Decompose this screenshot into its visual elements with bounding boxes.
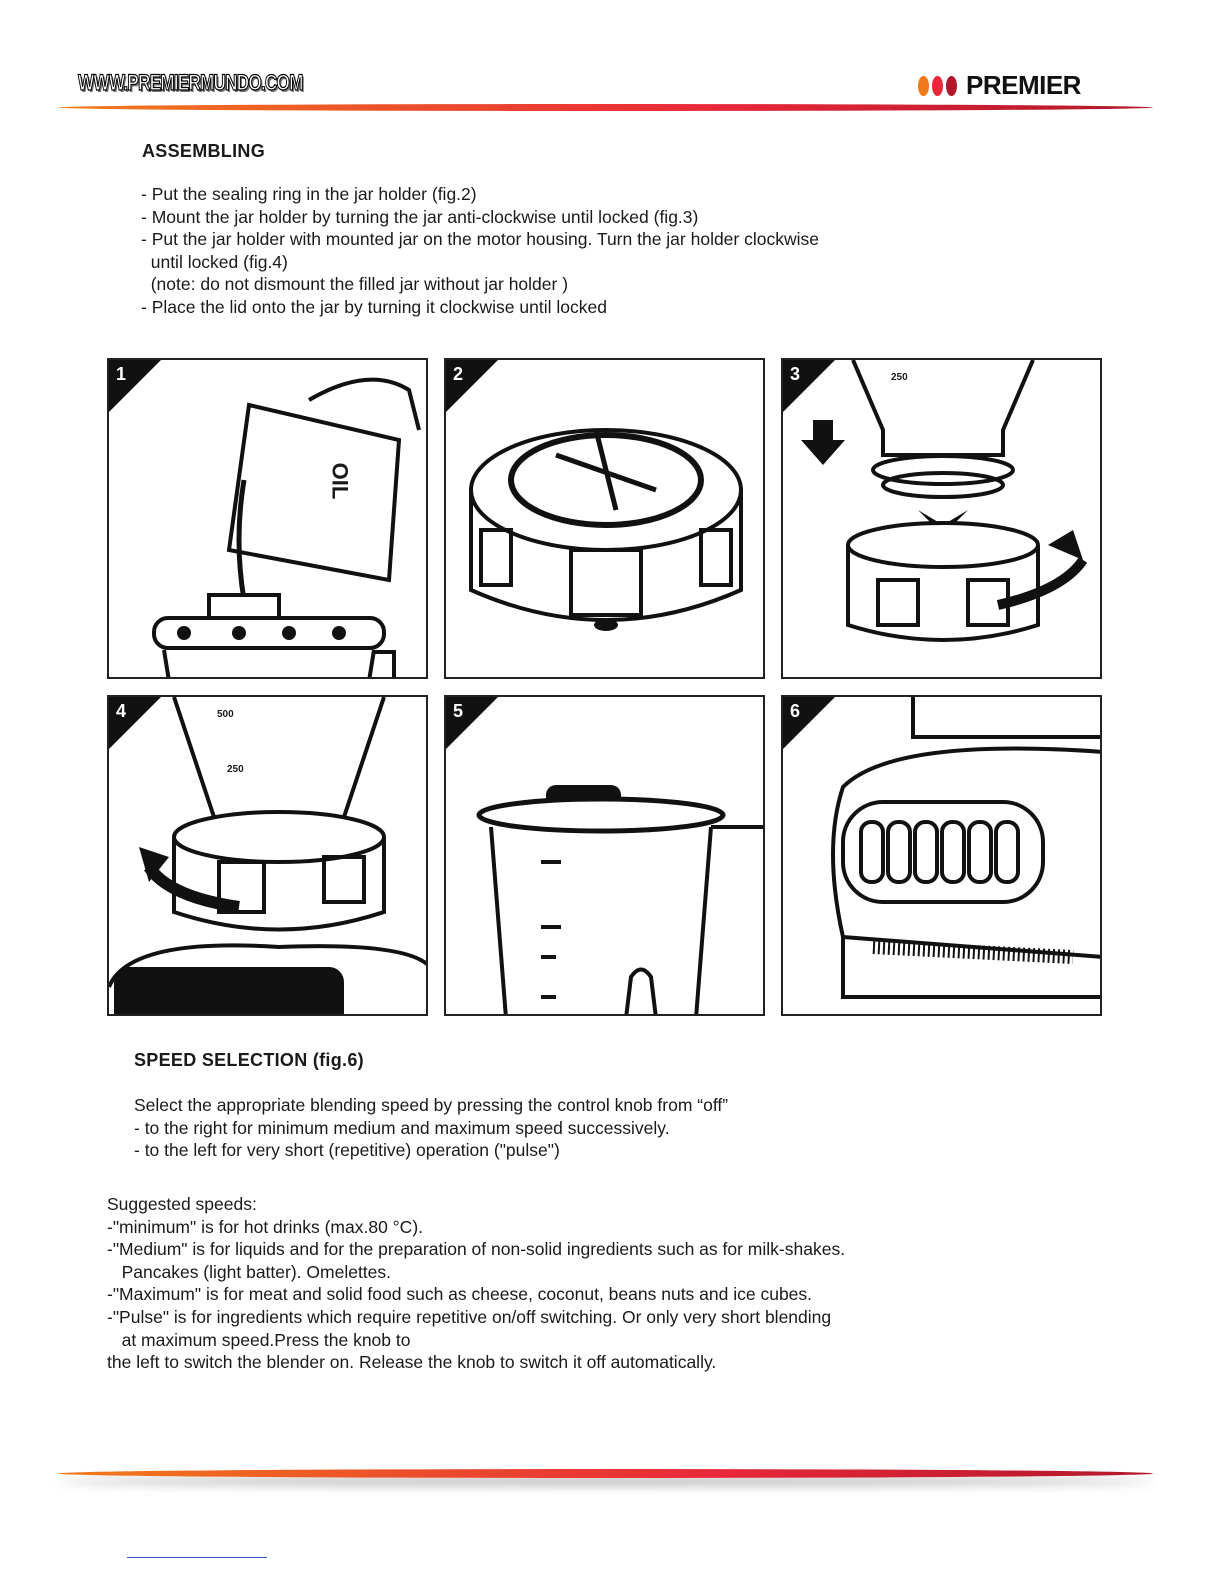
logo-dot [918,75,929,96]
suggested-line: Pancakes (light batter). Omelettes. [107,1261,392,1282]
figure-4-place-on-motor: 500 250 4 [107,695,428,1016]
footer-link-underline [127,1557,267,1558]
step-line: - Mount the jar holder by turning the ja… [141,206,699,227]
figure-corner [109,360,161,412]
header-divider [58,104,1153,111]
figure-5-illustration [476,785,763,1014]
suggested-line: -"Maximum" is for meat and solid food su… [107,1284,813,1305]
oil-label: OIL [327,462,353,500]
speed-line: - to the right for minimum medium and ma… [134,1117,670,1138]
speed-selection-heading: SPEED SELECTION (fig.6) [134,1050,364,1070]
speed-line: Select the appropriate blending speed by… [134,1095,729,1115]
figure-number: 3 [790,364,801,384]
suggested-line: the left to switch the blender on. Relea… [107,1352,717,1373]
measure-250-label: 250 [227,764,244,775]
figure-6-illustration [831,697,1100,999]
figure-number: 4 [116,701,127,721]
suggested-line: at maximum speed.Press the knob to [107,1329,411,1350]
suggested-line: -"minimum" is for hot drinks (max.80 °C)… [107,1216,424,1237]
speed-selection-text: Select the appropriate blending speed by… [134,1094,728,1162]
assembling-heading: ASSEMBLING [142,141,266,161]
step-line: until locked (fig.4) [141,251,288,272]
logo-dot [932,75,943,96]
figure-corner [783,697,835,749]
figure-4-illustration [109,697,426,1014]
measure-500-label: 500 [217,709,234,720]
step-line: - Put the jar holder with mounted jar on… [141,229,819,250]
figure-3-illustration [801,360,1088,642]
footer-divider [58,1469,1153,1478]
figure-corner [109,697,161,749]
figure-3-mount-jar-holder: 250 3 [781,358,1102,679]
figure-2-illustration [469,428,743,631]
assembling-steps: - Put the sealing ring in the jar holder… [141,183,819,319]
figure-6-speed-control: 6 [781,695,1102,1016]
figure-corner [446,697,498,749]
speed-line: - to the left for very short (repetitive… [134,1140,560,1161]
figure-2-sealing-ring: 2 [444,358,765,679]
suggested-line: -"Pulse" is for ingredients which requir… [107,1306,832,1327]
suggested-line: -"Medium" is for liquids and for the pre… [107,1239,846,1260]
step-line: (note: do not dismount the filled jar wi… [141,274,569,295]
figure-number: 5 [453,701,464,721]
figure-5-place-lid: 5 [444,695,765,1016]
logo-dot [946,75,957,96]
figure-corner [783,360,835,412]
figure-number: 2 [453,364,464,384]
website-url[interactable]: WWW.PREMIERMUNDO.COM [78,69,304,95]
figure-number: 6 [790,701,801,721]
suggested-line: Suggested speeds: [107,1194,257,1214]
step-line: - Place the lid onto the jar by turning … [141,296,607,317]
suggested-speeds: Suggested speeds: -"minimum" is for hot … [107,1193,845,1374]
figure-1-illustration [152,377,421,677]
figure-1-pour-oil: OIL 1 [107,358,428,679]
step-line: - Put the sealing ring in the jar holder… [141,184,477,204]
premier-logo: PREMIER [918,70,1081,101]
measure-250-label: 250 [891,372,908,383]
brand-name: PREMIER [966,70,1081,100]
figure-corner [446,360,498,412]
figure-number: 1 [116,364,127,384]
